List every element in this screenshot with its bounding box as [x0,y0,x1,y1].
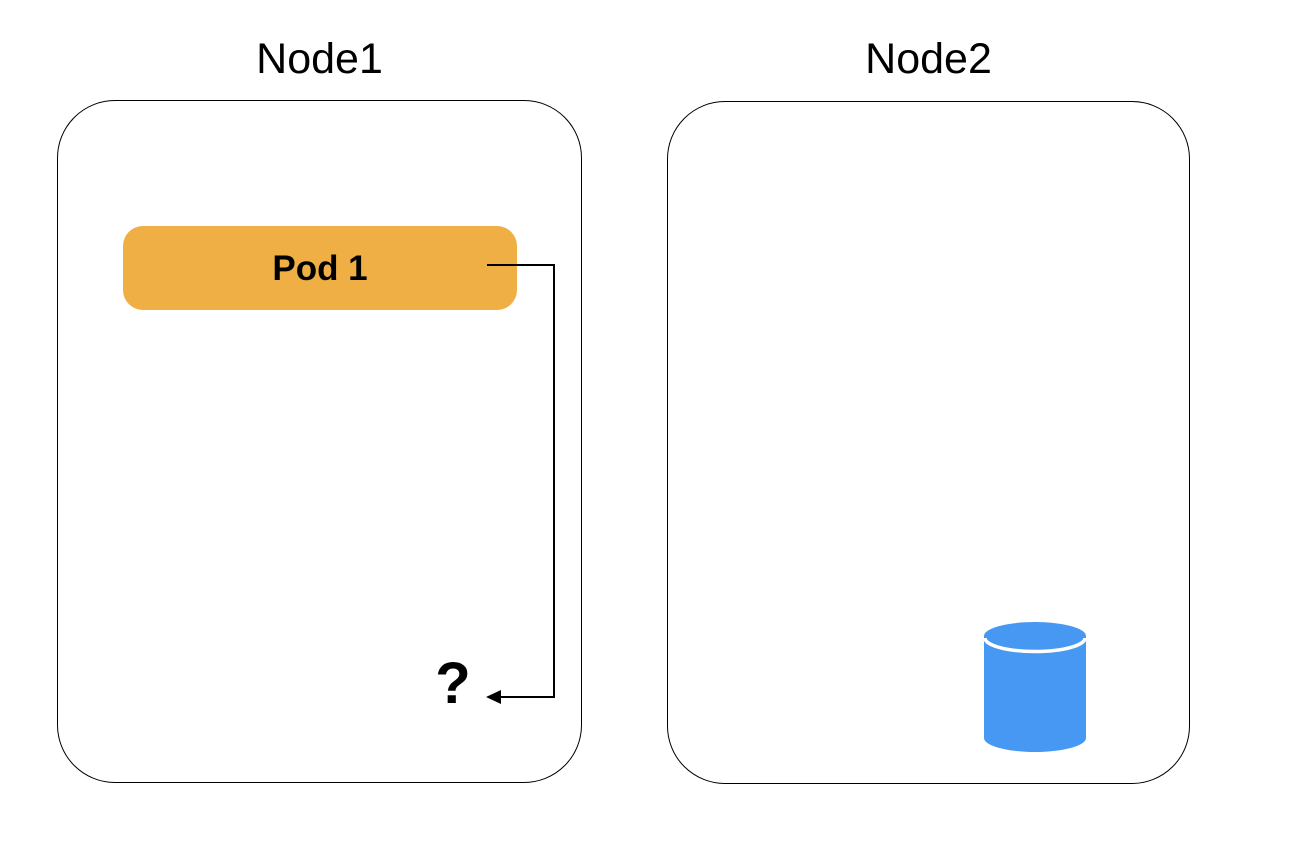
connector-line [487,264,555,698]
question-mark-label: ? [435,651,471,716]
database-cylinder-icon [984,622,1086,752]
node1-title: Node1 [256,35,383,83]
node2-title: Node2 [865,35,992,83]
arrowhead [486,690,501,704]
node1-container [57,100,582,783]
pod1-shape: Pod 1 [123,226,517,310]
cylinder-top-band [984,637,1086,654]
node2-container [667,101,1190,784]
elbow-arrow-left-icon [486,264,555,704]
cylinder-body [984,622,1086,752]
pod1-label: Pod 1 [272,248,368,288]
